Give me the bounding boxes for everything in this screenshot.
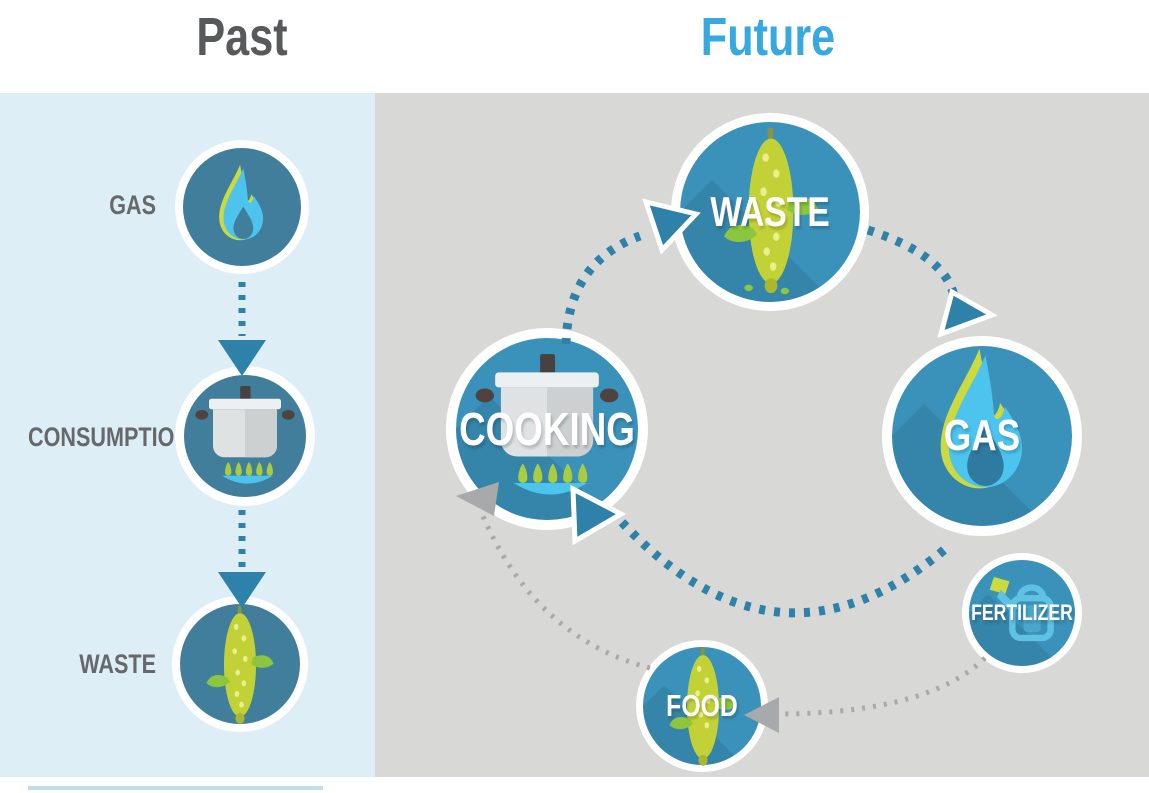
flame-icon <box>219 164 264 241</box>
past-waste-label: WASTE <box>79 649 156 679</box>
past-gas-node <box>175 140 309 274</box>
cooking-pot-icon <box>475 354 619 495</box>
past-consumption-label: CONSUMPTION <box>28 422 190 452</box>
past-title: Past <box>196 7 288 67</box>
past-waste-node <box>172 596 308 732</box>
flame-icon <box>940 348 1023 489</box>
corn-icon <box>669 647 737 766</box>
future-food-node: FOOD <box>636 640 768 772</box>
future-fertilizer-label: FERTILIZER <box>971 600 1073 625</box>
future-waste-label: WASTE <box>710 188 830 235</box>
corn-icon <box>724 127 818 295</box>
future-gas-label: GAS <box>943 411 1021 460</box>
future-fertilizer-circle <box>969 560 1075 666</box>
past-gas-label: GAS <box>109 190 156 220</box>
watering-can-icon <box>989 576 1054 642</box>
future-gas-node: GAS <box>882 336 1082 536</box>
corn-icon <box>206 605 274 724</box>
bottom-accent-strip <box>28 786 323 790</box>
future-food-label: FOOD <box>666 688 738 723</box>
future-title: Future <box>700 7 836 67</box>
cooking-pot-icon <box>195 386 295 484</box>
future-cooking-node: COOKING <box>446 328 648 530</box>
future-fertilizer-node: FERTILIZER <box>962 553 1082 673</box>
past-consumption-node <box>175 366 315 506</box>
future-cooking-label: COOKING <box>459 403 635 455</box>
future-waste-node: WASTE <box>671 113 869 311</box>
